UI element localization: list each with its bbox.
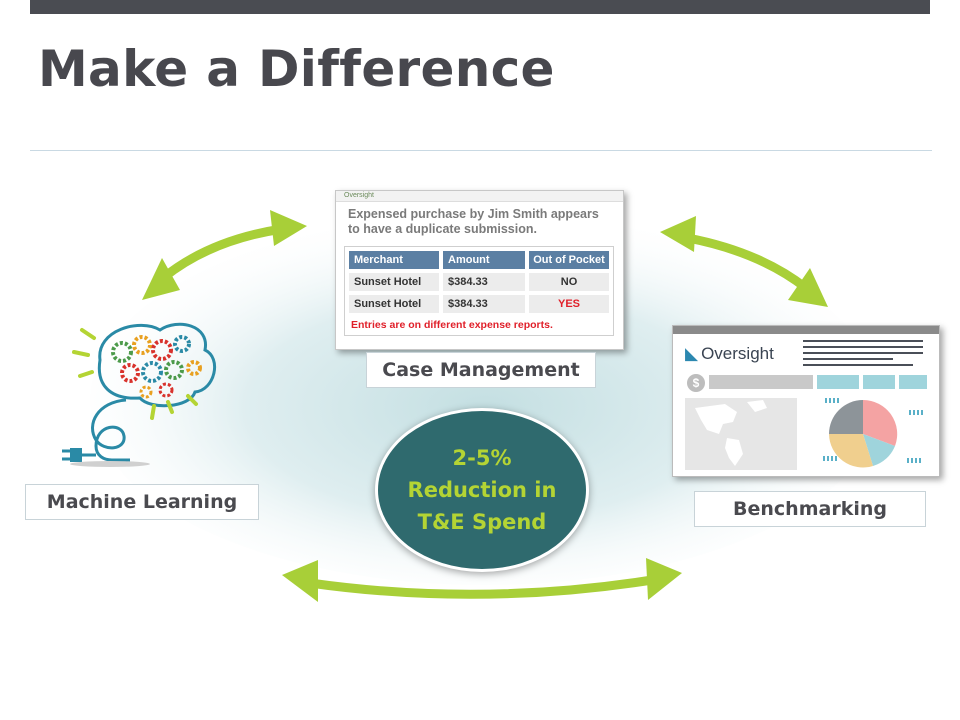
table-cell: YES xyxy=(529,295,609,313)
center-result-text: 2-5% Reduction in T&E Spend xyxy=(407,446,557,534)
benchmark-brand: ◣Oversight xyxy=(685,344,774,364)
label-text: Case Management xyxy=(382,359,580,381)
case-brand: Oversight xyxy=(344,192,374,199)
label-case-management: Case Management xyxy=(366,352,596,388)
plug-icon xyxy=(62,398,130,462)
benchmark-brand-text: Oversight xyxy=(701,344,774,363)
metric-bar xyxy=(817,375,859,389)
arrowhead xyxy=(270,210,307,246)
case-window-header: Oversight xyxy=(336,191,623,202)
page-title: Make a Difference xyxy=(38,40,555,98)
brand-mark-icon: ◣ xyxy=(685,344,699,363)
table-cell: NO xyxy=(529,273,609,291)
pie-chart-icon xyxy=(823,398,923,468)
arrow-top-right xyxy=(683,233,811,293)
arrow-bottom xyxy=(305,575,657,599)
label-text: Machine Learning xyxy=(46,491,238,513)
case-alert-window: Oversight Expensed purchase by Jim Smith… xyxy=(335,190,624,350)
center-result-circle: 2-5% Reduction in T&E Spend xyxy=(375,408,589,572)
arrowhead xyxy=(646,558,682,600)
label-machine-learning: Machine Learning xyxy=(25,484,259,520)
label-text: Benchmarking xyxy=(733,498,887,520)
column-header: Out of Pocket xyxy=(529,251,609,269)
benchmark-window: ◣Oversight $ xyxy=(672,325,940,477)
column-header: Merchant xyxy=(349,251,439,269)
metric-bar xyxy=(899,375,927,389)
top-bar xyxy=(30,0,930,14)
brain-gears-icon xyxy=(72,322,216,420)
case-alert-message: Expensed purchase by Jim Smith appears t… xyxy=(348,207,599,236)
benchmark-window-bar xyxy=(673,326,939,334)
label-benchmarking: Benchmarking xyxy=(694,491,926,527)
world-map-icon xyxy=(685,398,797,470)
icon-shadow xyxy=(70,461,150,467)
metric-bar xyxy=(709,375,813,389)
metric-bar xyxy=(863,375,895,389)
case-note: Entries are on different expense reports… xyxy=(351,319,553,331)
table-cell: $384.33 xyxy=(443,273,525,291)
dollar-icon: $ xyxy=(687,374,705,392)
arrowhead xyxy=(142,258,180,300)
case-table: Merchant Amount Out of Pocket Sunset Hot… xyxy=(344,246,614,336)
table-row: Sunset Hotel $384.33 YES xyxy=(349,295,613,313)
arrowhead xyxy=(788,268,828,307)
table-cell: Sunset Hotel xyxy=(349,273,439,291)
arrowhead xyxy=(282,560,318,602)
arrowhead xyxy=(660,216,696,252)
background-ellipse xyxy=(90,215,880,585)
table-row: Sunset Hotel $384.33 NO xyxy=(349,273,613,291)
text-lines xyxy=(803,340,923,370)
column-header: Amount xyxy=(443,251,525,269)
table-header-row: Merchant Amount Out of Pocket xyxy=(349,251,613,269)
table-cell: $384.33 xyxy=(443,295,525,313)
title-divider xyxy=(30,150,932,151)
arrow-top-left xyxy=(158,224,287,283)
table-cell: Sunset Hotel xyxy=(349,295,439,313)
